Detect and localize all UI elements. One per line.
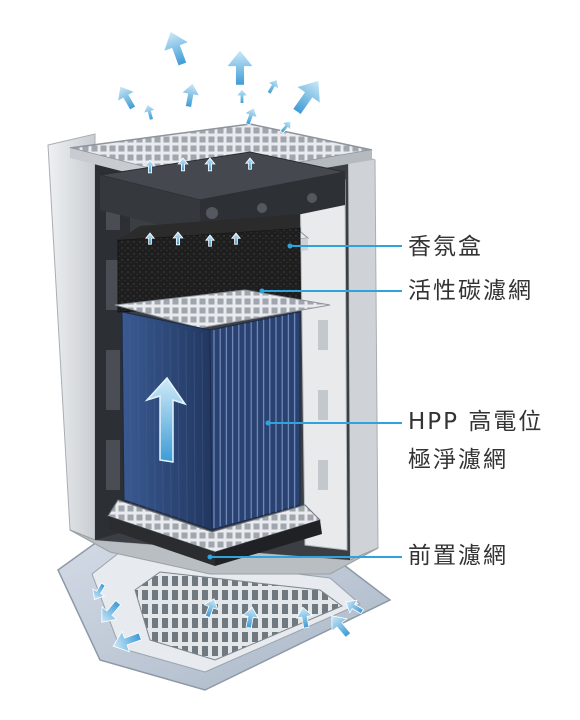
label-hpp-filter-line2: 極淨濾網 xyxy=(408,447,508,473)
airflow-arrow-icon xyxy=(296,606,314,629)
leader-line-dot xyxy=(259,288,265,294)
airflow-arrow-icon xyxy=(266,78,279,95)
airflow-arrow-icon xyxy=(172,231,184,246)
hpp-pleat xyxy=(193,331,196,525)
airflow-arrow-icon xyxy=(142,103,157,121)
pre-filter xyxy=(107,499,322,566)
airflow-arrow-icon xyxy=(345,599,364,615)
hpp-pleat xyxy=(129,317,132,506)
airflow-arrow-icon xyxy=(203,598,219,619)
airflow-arrow-icon xyxy=(180,82,201,108)
airflow-arrow-icon xyxy=(92,582,106,601)
airflow-arrow-icon xyxy=(101,599,122,623)
label-carbon-filter: 活性碳濾網 xyxy=(408,278,533,304)
airflow-arrow-icon xyxy=(331,615,352,639)
airflow-arrow-icon xyxy=(163,30,190,67)
airflow-arrow-icon xyxy=(144,232,156,245)
carbon-filter xyxy=(117,214,301,313)
airflow-arrows xyxy=(92,30,364,653)
airflow-arrow-icon xyxy=(204,234,216,247)
airflow-arrow-icon xyxy=(279,120,292,134)
leader-line-dot xyxy=(287,243,293,249)
label-hpp-filter-line1: HPP 高電位 xyxy=(408,409,544,435)
hpp-pleat xyxy=(201,333,204,527)
mesh-plate xyxy=(114,289,331,329)
hpp-pleat xyxy=(145,321,148,510)
leader-line-dot xyxy=(207,554,213,560)
hpp-pleat xyxy=(137,319,140,508)
airflow-arrow-icon xyxy=(204,157,216,172)
hpp-pleat xyxy=(185,329,188,522)
airflow-arrow-icon xyxy=(230,232,242,245)
airflow-arrow-icon xyxy=(117,85,137,111)
airflow-arrow-icon xyxy=(177,157,189,172)
hpp-filter xyxy=(121,311,301,531)
hpp-filter-pleats xyxy=(129,313,296,528)
airflow-arrow-icon xyxy=(292,79,321,116)
leader-lines xyxy=(207,243,402,560)
airflow-arrow-icon xyxy=(241,606,259,629)
airflow-arrow-icon xyxy=(243,107,258,126)
airflow-up-arrow-icon xyxy=(144,376,187,463)
label-aroma-box: 香氛盒 xyxy=(408,234,483,260)
leader-line-dot xyxy=(265,420,271,426)
airflow-arrow-icon xyxy=(112,630,142,653)
airflow-arrow-icon xyxy=(225,49,255,86)
hpp-pleat xyxy=(153,323,156,513)
airflow-arrow-icon xyxy=(244,157,256,170)
airflow-arrow-icon xyxy=(235,88,249,104)
airflow-arrow-icon xyxy=(144,159,156,174)
hpp-pleat xyxy=(177,328,180,520)
label-pre-filter: 前置濾網 xyxy=(408,543,508,569)
